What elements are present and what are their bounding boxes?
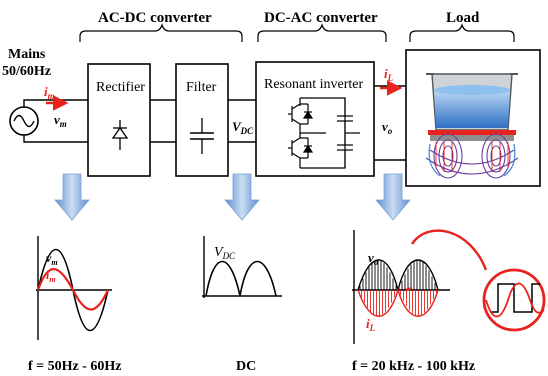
- header-ac-dc-label: AC-DC converter: [98, 10, 212, 26]
- brace-load: [409, 23, 515, 42]
- induction-cooktop-icon: [425, 73, 519, 179]
- filter-label: Filter: [186, 80, 217, 95]
- wires-inverter-load: [374, 85, 406, 161]
- rectifier-block: Rectifier: [87, 63, 151, 177]
- waveform-mains: vm im: [36, 236, 112, 340]
- header-load-label: Load: [446, 10, 480, 26]
- wf-vdc-label: VDC: [214, 245, 236, 261]
- wires-rectifier-filter: [150, 99, 176, 143]
- header-ac-dc: AC-DC converter: [79, 10, 243, 42]
- waveform-dc: VDC: [202, 236, 282, 298]
- im-label: im: [44, 84, 55, 101]
- rectifier-label: Rectifier: [96, 80, 145, 95]
- down-arrow-left: [54, 173, 90, 221]
- transistor-bridge-icon: [288, 97, 360, 169]
- brace-ac-dc: [79, 23, 243, 42]
- wf-im-label: im: [46, 268, 56, 284]
- vdc-label: VDC: [232, 119, 254, 136]
- zoom-connector: [411, 229, 488, 271]
- header-dc-ac: DC-AC converter: [257, 10, 387, 42]
- vm-label: vm: [54, 112, 67, 129]
- waveform-hf: vo iL: [352, 229, 546, 344]
- capacitor-icon: [190, 118, 214, 154]
- zoom-circle: [482, 268, 546, 332]
- down-arrow-middle: [224, 173, 260, 221]
- caption-mains-frequency: f = 50Hz - 60Hz: [28, 359, 122, 374]
- vo-chopped-lines: [359, 260, 436, 290]
- wf-vo-label: vo: [368, 250, 379, 267]
- il-label: iL: [384, 66, 394, 83]
- header-dc-ac-label: DC-AC converter: [264, 10, 378, 26]
- wf-il-label: iL: [366, 316, 376, 333]
- vdc-wave: [205, 260, 277, 297]
- brace-dc-ac: [257, 23, 387, 42]
- inverter-label: Resonant inverter: [264, 77, 363, 92]
- im-wave: [36, 268, 109, 311]
- il-chopped-lines: [361, 290, 437, 316]
- header-load: Load: [409, 10, 515, 42]
- sine-source-icon: [9, 106, 39, 136]
- diode-icon: [111, 120, 129, 150]
- caption-hf-frequency: f = 20 kHz - 100 kHz: [352, 359, 475, 374]
- il-envelope: [357, 287, 439, 317]
- mains-label: Mains: [8, 47, 46, 62]
- wf-vm-label: vm: [46, 251, 58, 267]
- caption-dc: DC: [236, 359, 256, 374]
- inverter-block: Resonant inverter: [255, 61, 375, 177]
- load-block: [405, 49, 541, 187]
- filter-block: Filter: [175, 63, 229, 177]
- vo-label: vo: [382, 119, 393, 136]
- wires-filter-inverter: [228, 99, 256, 143]
- mains-frequency-label: 50/60Hz: [2, 64, 51, 79]
- down-arrow-right: [375, 173, 411, 221]
